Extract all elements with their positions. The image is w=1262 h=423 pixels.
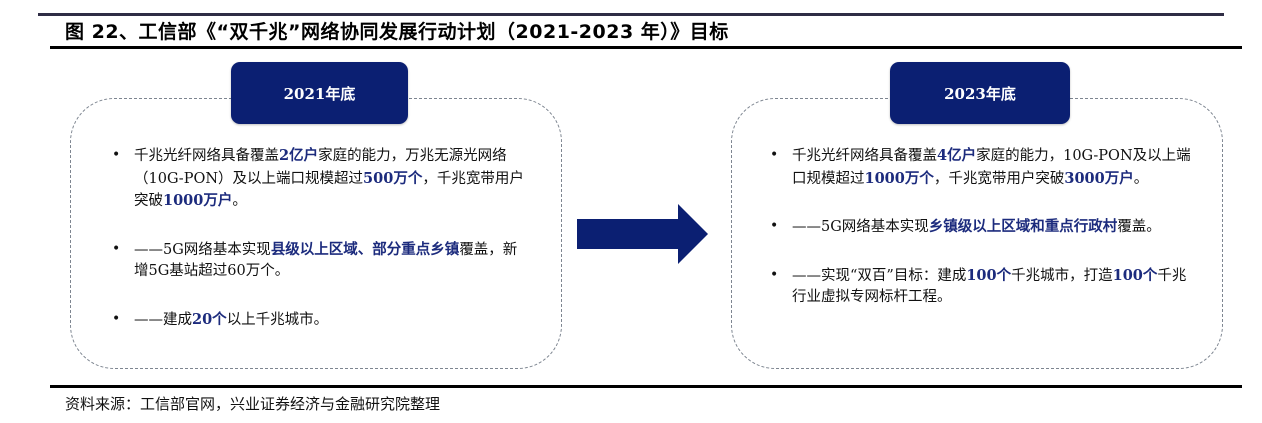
highlight-text: 1000万个 [864,169,934,187]
right-arrow-icon [577,204,708,264]
label-2023: 2023年底 [890,62,1070,124]
bullet-icon: • [112,240,121,257]
bullet-icon: • [112,310,121,327]
list-2021: • 千兆光纤网络具备覆盖2亿户家庭的能力，万兆无源光网络（10G-PON）及以上端… [108,145,528,357]
body-text: 家庭的能力，10G-PON及以上端口规模超过 [792,148,1191,187]
body-text: 千兆光纤网络具备覆盖 [134,148,279,164]
highlight-text: 500万个 [363,169,423,187]
highlight-text: 20个 [192,310,227,328]
bullet-icon: • [770,147,779,163]
bullet-icon: • [112,147,121,163]
highlight-text: 100个 [966,266,1012,284]
body-text: 千兆城市，打造 [1011,267,1113,284]
highlight-text: 乡镇级以上区域和重点行政村 [928,218,1118,235]
body-text: ——5G网络基本实现 [134,241,271,258]
title-rule [50,46,1242,49]
figure-title: 图 22、工信部《“双千兆”网络协同发展行动计划（2021-2023 年）》目标 [65,21,729,43]
body-text: 覆盖，新增5G基站超过60万个。 [134,241,518,280]
bullet-icon: • [770,218,779,234]
body-text: ——建成 [134,311,192,328]
top-rule [38,13,1224,16]
body-text: 以上千兆城市。 [226,311,329,328]
list-item: •——实现“双百”目标：建成100个千兆城市，打造100个千兆行业虚拟专网标杆工… [766,265,1196,309]
body-text: 千兆行业虚拟专网标杆工程。 [792,267,1187,306]
body-text: 覆盖。 [1117,219,1161,235]
list-item: • ——建成20个以上千兆城市。 [108,309,528,332]
highlight-text: 1000万户 [163,192,233,209]
list-item: • 千兆光纤网络具备覆盖2亿户家庭的能力，万兆无源光网络（10G-PON）及以上端… [108,145,528,213]
footer-rule [50,385,1242,388]
list-2023: • 千兆光纤网络具备覆盖4亿户家庭的能力，10G-PON及以上端口规模超过1000… [766,145,1196,335]
label-2021: 2021年底 [231,62,408,124]
bullet-icon: • [770,266,779,283]
body-text: 家庭的能力，万兆无源光网络（10G-PON）及以上端口规模超过 [134,148,507,187]
body-text: ——实现“双百”目标：建成 [792,267,967,284]
highlight-text: 100个 [1112,266,1158,284]
highlight-text: 4亿户 [937,147,977,164]
highlight-text: 县级以上区域、部分重点乡镇 [270,240,460,258]
body-text: 。 [1133,170,1149,187]
body-text: 。 [232,193,247,209]
list-item: • ——5G网络基本实现县级以上区域、部分重点乡镇覆盖，新增5G基站超过60万个。 [108,239,528,283]
body-text: ——5G网络基本实现 [792,219,929,235]
list-item: • 千兆光纤网络具备覆盖4亿户家庭的能力，10G-PON及以上端口规模超过1000… [766,145,1196,190]
source-note: 资料来源：工信部官网，兴业证券经济与金融研究院整理 [65,395,441,413]
highlight-text: 3000万户 [1064,169,1134,187]
body-text: ，千兆宽带用户突破 [933,170,1065,187]
body-text: 千兆光纤网络具备覆盖 [792,148,937,164]
body-text: ，千兆宽带用户突破 [134,170,524,210]
highlight-text: 2亿户 [279,147,319,164]
list-item: • ——5G网络基本实现乡镇级以上区域和重点行政村覆盖。 [766,216,1196,239]
